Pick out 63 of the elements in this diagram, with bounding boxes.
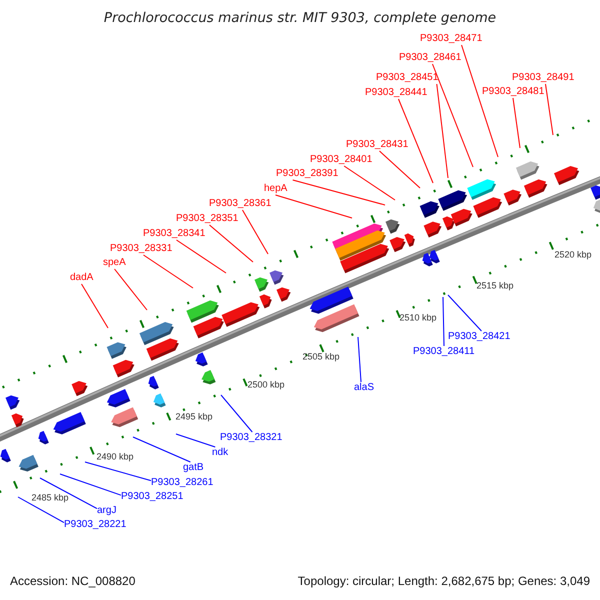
gene-label: P9303_28251 (121, 491, 184, 503)
leader-line (176, 240, 226, 274)
leader-line (114, 268, 148, 310)
leader-line (81, 284, 108, 328)
gene-label: P9303_28221 (64, 519, 126, 531)
gene-label: ndk (212, 447, 228, 459)
gene-label: P9303_28461 (399, 52, 462, 64)
gene-label: P9303_28351 (176, 213, 238, 225)
leader-line (18, 496, 64, 524)
gene-label: hepA (264, 183, 288, 195)
leader-line (292, 180, 386, 206)
leader-line (40, 478, 98, 510)
gene-label: alaS (354, 382, 374, 394)
gene-label: dadA (70, 272, 94, 284)
gene-label: P9303_28481 (482, 86, 544, 98)
leader-line (84, 462, 152, 482)
leader-line (378, 150, 420, 188)
scale-label: 2505 kbp (302, 352, 340, 362)
scale-label: 2500 kbp (247, 380, 285, 390)
gene-label: P9303_28341 (143, 228, 206, 240)
leader-line (544, 84, 554, 136)
scale-label: 2495 kbp (175, 412, 213, 422)
leader-line (142, 254, 194, 288)
gene-label: P9303_28321 (220, 432, 282, 444)
gene-label: P9303_28491 (512, 72, 574, 84)
leader-line (220, 394, 253, 432)
accession-text: Accession: NC_008820 (10, 574, 136, 588)
scale-label: 2520 kbp (554, 250, 592, 260)
leader-line (461, 44, 498, 158)
leader-line (176, 434, 216, 448)
gene-label: gatB (183, 462, 204, 474)
gene-label: P9303_28401 (310, 154, 372, 166)
gene-label: P9303_28261 (151, 477, 214, 489)
gene-label: speA (103, 257, 126, 269)
leader-line (242, 210, 268, 254)
gene-label: P9303_28331 (110, 243, 172, 255)
leader-line (432, 64, 474, 168)
gene-label: P9303_28451 (376, 72, 438, 84)
scale-label: 2485 kbp (31, 492, 69, 504)
gene-label: P9303_28471 (420, 33, 482, 45)
scale-label: 2515 kbp (476, 280, 514, 292)
gene-label: P9303_28441 (365, 87, 428, 99)
leader-line (208, 224, 254, 262)
gene-label: P9303_28411 (413, 346, 475, 358)
scale-label: 2490 kbp (96, 452, 134, 462)
leader-line (132, 436, 191, 462)
gene-label: P9303_28391 (276, 168, 338, 180)
gene-label: P9303_28431 (346, 139, 408, 151)
leader-line (60, 474, 122, 496)
gene-label: P9303_28361 (209, 198, 272, 210)
genome-info: Topology: circular; Length: 2,682,675 bp; Genes: 3,049 (298, 574, 590, 588)
gene-label: P9303_28421 (448, 331, 510, 343)
leader-line (358, 336, 362, 382)
gene-label: argJ (97, 505, 116, 517)
diagram-title: Prochlorococcus marinus str. MIT 9303, complete genome (104, 10, 496, 26)
leader-line (344, 166, 396, 200)
leader-line (398, 98, 434, 184)
leader-line (275, 194, 352, 218)
leader-line (448, 294, 482, 332)
leader-line (442, 296, 444, 346)
scale-label: 2510 kbp (399, 312, 437, 324)
leader-line (436, 84, 448, 178)
leader-line (512, 98, 520, 148)
